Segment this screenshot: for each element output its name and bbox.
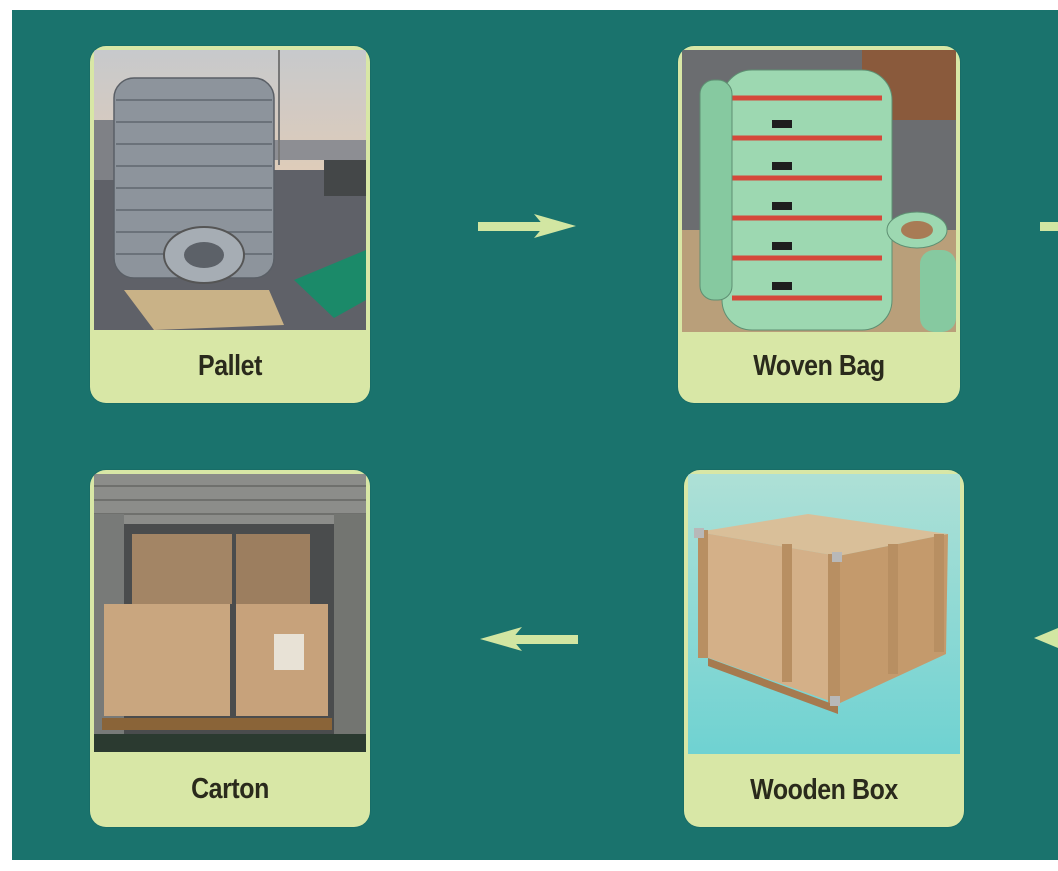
woven-bag-card: Woven Bag: [678, 46, 960, 403]
packaging-panel: Pallet: [12, 10, 1058, 860]
left-arrow-icon: [480, 627, 578, 651]
carton-card: Carton: [90, 470, 370, 827]
woven-bag-label: Woven Bag: [753, 350, 885, 382]
pallet-photo: [94, 50, 366, 330]
pallet-card: Pallet: [90, 46, 370, 403]
woven-bag-photo: [682, 50, 956, 332]
pallet-label: Pallet: [198, 350, 262, 382]
carton-photo: [94, 474, 366, 752]
left-arrow-icon: [1034, 628, 1058, 648]
wooden-box-label: Wooden Box: [750, 774, 898, 806]
wooden-box-card: Wooden Box: [684, 470, 964, 827]
right-arrow-icon: [478, 214, 576, 238]
right-arrow-icon: [1040, 222, 1058, 231]
wooden-box-photo: [688, 474, 960, 754]
carton-label: Carton: [191, 773, 269, 805]
